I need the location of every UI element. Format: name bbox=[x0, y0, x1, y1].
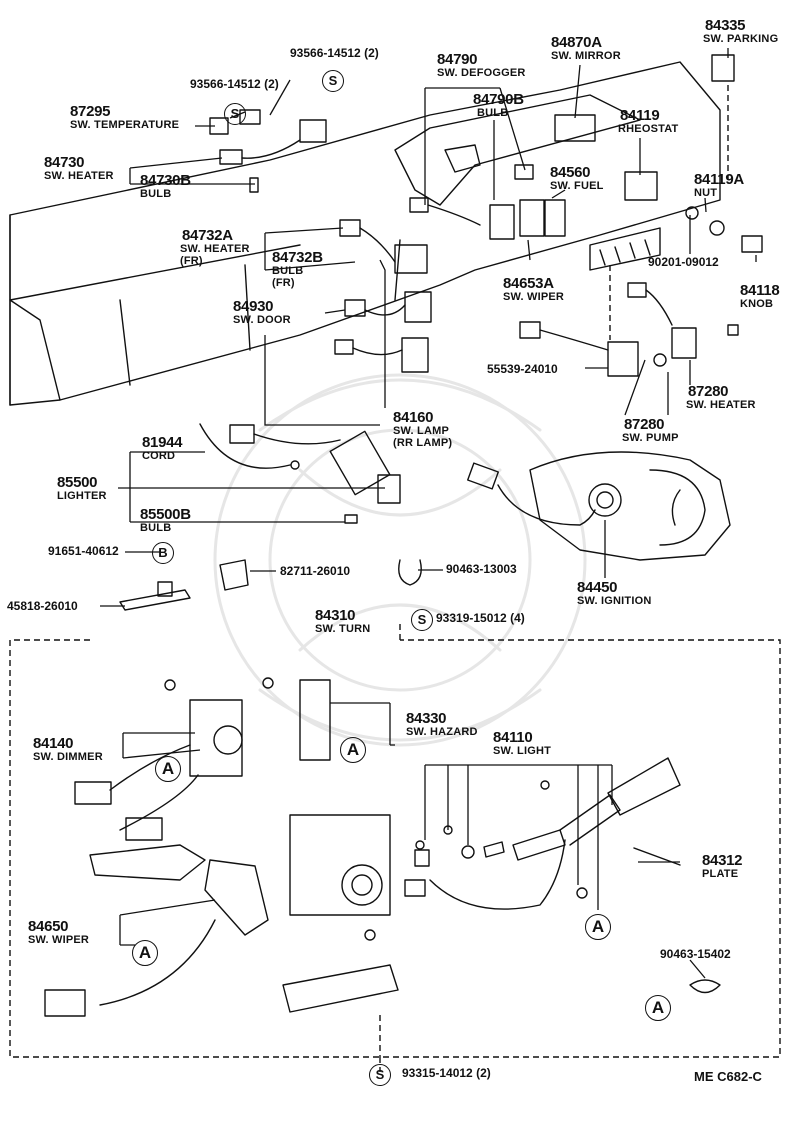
part-number: 84110 bbox=[493, 729, 533, 746]
diagram-code: ME C682-C bbox=[694, 1069, 762, 1084]
part-number: 84650 bbox=[28, 918, 69, 935]
part-number: 84653A bbox=[503, 275, 554, 292]
leader-lines bbox=[100, 48, 757, 979]
fastener-marker-s: S bbox=[369, 1064, 391, 1086]
part-description: SW. HEATER bbox=[180, 243, 250, 255]
part-number: 84870A bbox=[551, 34, 602, 51]
part-number: 84310 bbox=[315, 607, 356, 624]
part-description: BULB bbox=[140, 188, 172, 200]
part-number: 81944 bbox=[142, 434, 183, 451]
part-description: NUT bbox=[694, 187, 718, 199]
part-description: SW. PARKING bbox=[703, 33, 779, 45]
part-description: SW. MIRROR bbox=[551, 50, 621, 62]
part-description: SW. HEATER bbox=[44, 170, 114, 182]
part-number: 90463-13003 bbox=[446, 562, 517, 576]
part-description: SW. WIPER bbox=[503, 291, 565, 303]
part-description: CORD bbox=[142, 450, 176, 462]
part-number: 84790B bbox=[473, 91, 524, 108]
part-number: 90463-15402 bbox=[660, 947, 731, 961]
part-number: 93319-15012 (4) bbox=[436, 611, 525, 625]
part-number: 85500 bbox=[57, 474, 98, 491]
part-description: BULB bbox=[140, 522, 172, 534]
part-description: (FR) bbox=[272, 277, 295, 289]
part-number: 85500B bbox=[140, 506, 191, 523]
part-description: SW. DEFOGGER bbox=[437, 67, 526, 79]
part-number: 87295 bbox=[70, 103, 111, 120]
instrument-panel bbox=[9, 61, 721, 406]
part-number: 84119 bbox=[620, 107, 660, 124]
part-description: SW. DIMMER bbox=[33, 751, 103, 763]
part-description: SW. HEATER bbox=[686, 399, 756, 411]
part-number: 93566-14512 (2) bbox=[190, 77, 279, 91]
part-description: PLATE bbox=[702, 868, 739, 880]
part-number: 45818-26010 bbox=[7, 599, 78, 613]
part-number: 87280 bbox=[688, 383, 729, 400]
part-description: SW. FUEL bbox=[550, 180, 604, 192]
part-number: 84790 bbox=[437, 51, 478, 68]
part-number: 93566-14512 (2) bbox=[290, 46, 379, 60]
part-number: 84160 bbox=[393, 409, 434, 426]
part-number: 84450 bbox=[577, 579, 618, 596]
part-description: SW. LIGHT bbox=[493, 745, 552, 757]
part-number: 84312 bbox=[702, 852, 743, 869]
part-number: 84330 bbox=[406, 710, 447, 727]
dashed-leaders bbox=[9, 85, 781, 1072]
watermark-emblem bbox=[213, 373, 587, 747]
ignition-housing bbox=[529, 451, 731, 561]
part-description: BULB bbox=[477, 107, 509, 119]
part-number: 84140 bbox=[33, 735, 74, 752]
part-number: 87280 bbox=[624, 416, 665, 433]
part-number: 84732B bbox=[272, 249, 323, 266]
part-description: SW. DOOR bbox=[233, 314, 291, 326]
fastener-marker-b: B bbox=[152, 542, 174, 564]
component-sketches bbox=[44, 54, 763, 1017]
group-marker-a: A bbox=[340, 737, 366, 763]
part-number: 84119A bbox=[694, 171, 744, 188]
part-description: KNOB bbox=[740, 298, 774, 310]
group-marker-a: A bbox=[155, 756, 181, 782]
part-number: 91651-40612 bbox=[48, 544, 119, 558]
part-description: SW. PUMP bbox=[622, 432, 679, 444]
part-description: BULB bbox=[272, 265, 304, 277]
part-description: SW. IGNITION bbox=[577, 595, 652, 607]
part-number: 84730 bbox=[44, 154, 85, 171]
part-description: (FR) bbox=[180, 255, 203, 267]
part-number: 84118 bbox=[740, 282, 780, 299]
fastener-marker-s: S bbox=[411, 609, 433, 631]
part-number: 82711-26010 bbox=[280, 564, 351, 578]
group-marker-a: A bbox=[132, 940, 158, 966]
part-description: SW. HAZARD bbox=[406, 726, 478, 738]
part-number: 55539-24010 bbox=[487, 362, 558, 376]
part-description: (RR LAMP) bbox=[393, 437, 453, 449]
part-number: 84732A bbox=[182, 227, 233, 244]
part-number: 84930 bbox=[233, 298, 274, 315]
part-description: SW. TURN bbox=[315, 623, 371, 635]
fastener-marker-s: S bbox=[224, 103, 246, 125]
part-number: 84730B bbox=[140, 172, 191, 189]
part-description: RHEOSTAT bbox=[618, 123, 679, 135]
part-number: 93315-14012 (2) bbox=[402, 1066, 491, 1080]
part-number: 84335 bbox=[705, 17, 746, 34]
part-description: SW. LAMP bbox=[393, 425, 449, 437]
part-description: LIGHTER bbox=[57, 490, 107, 502]
part-description: SW. WIPER bbox=[28, 934, 90, 946]
part-number: 90201-09012 bbox=[648, 255, 719, 269]
group-marker-a: A bbox=[585, 914, 611, 940]
part-number: 84560 bbox=[550, 164, 591, 181]
fastener-marker-s: S bbox=[322, 70, 344, 92]
part-description: SW. TEMPERATURE bbox=[70, 119, 180, 131]
group-marker-a: A bbox=[645, 995, 671, 1021]
